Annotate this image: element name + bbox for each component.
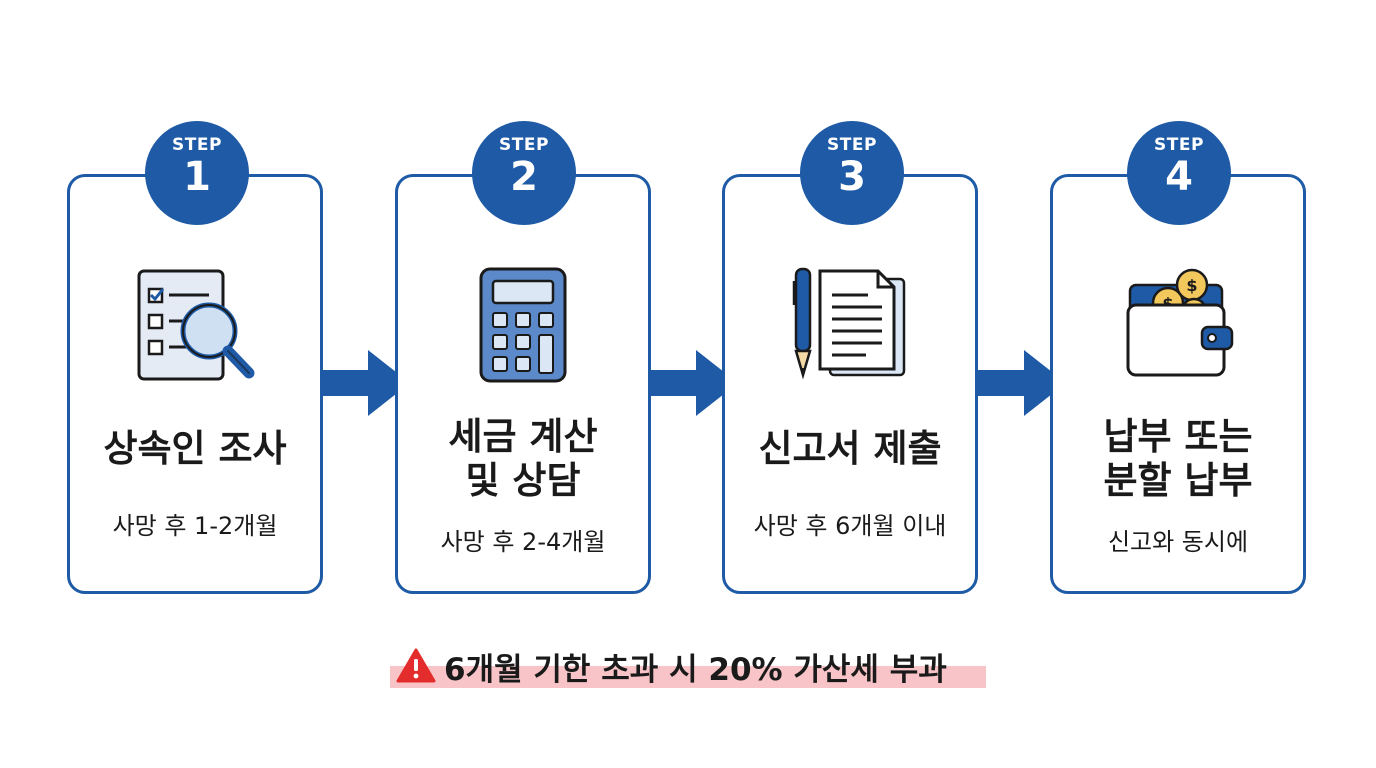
checklist-magnifier-icon [137, 269, 255, 381]
arrow-right-icon [978, 350, 1066, 416]
step-card-1: 상속인 조사 사망 후 1-2개월 [67, 174, 323, 594]
warning-text: 6개월 기한 초과 시 20% 가산세 부과 [444, 651, 947, 688]
badge-label: STEP [827, 135, 877, 155]
badge-label: STEP [172, 135, 222, 155]
step-badge-4: STEP 4 [1127, 121, 1231, 225]
step-title: 상속인 조사 [103, 427, 287, 470]
step-timing: 사망 후 2-4개월 [440, 528, 606, 556]
step-card-3: 신고서 제출 사망 후 6개월 이내 [722, 174, 978, 594]
step-badge-1: STEP 1 [145, 121, 249, 225]
svg-text:$: $ [1186, 276, 1197, 295]
step-title: 신고서 제출 [758, 427, 942, 470]
warning-highlight [390, 666, 986, 688]
badge-number: 4 [1165, 154, 1193, 200]
arrow-right-icon [650, 350, 738, 416]
wallet-coins-icon: $ $ [1126, 268, 1234, 377]
badge-number: 2 [510, 154, 538, 200]
warning-note: 6개월 기한 초과 시 20% 가산세 부과 [396, 644, 947, 688]
step-title: 납부 또는 분할 납부 [1103, 415, 1253, 502]
badge-label: STEP [1154, 135, 1204, 155]
step-badge-3: STEP 3 [800, 121, 904, 225]
step-card-2: 세금 계산 및 상담 사망 후 2-4개월 [395, 174, 651, 594]
calculator-icon [479, 267, 567, 383]
step-timing: 사망 후 6개월 이내 [753, 512, 947, 540]
badge-number: 1 [183, 154, 211, 200]
pen-document-icon [792, 267, 906, 380]
badge-label: STEP [499, 135, 549, 155]
step-badge-2: STEP 2 [472, 121, 576, 225]
warning-triangle-icon [396, 648, 436, 683]
step-title: 세금 계산 및 상담 [448, 415, 598, 502]
step-card-4: $ $ 납부 또는 분할 납부 신고와 동시에 [1050, 174, 1306, 594]
arrow-right-icon [322, 350, 410, 416]
badge-number: 3 [838, 154, 866, 200]
step-timing: 신고와 동시에 [1107, 528, 1249, 556]
step-timing: 사망 후 1-2개월 [112, 512, 278, 540]
